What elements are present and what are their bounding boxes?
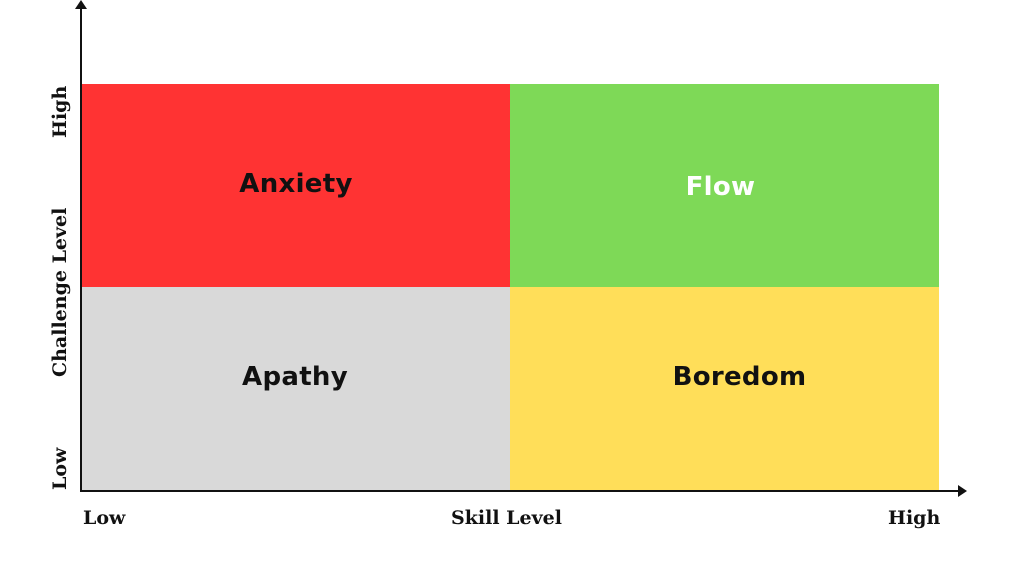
- y-axis-low-label: Low: [49, 447, 71, 490]
- x-axis-high-label: High: [888, 507, 941, 529]
- x-axis-arrow-icon: [958, 485, 967, 497]
- y-axis-title: Challenge Level: [49, 207, 71, 377]
- quadrant-label-boredom: Boredom: [672, 362, 807, 392]
- x-axis-low-label: Low: [83, 507, 126, 529]
- quadrant-apathy: Apathy: [82, 287, 510, 491]
- quadrant-label-flow: Flow: [685, 171, 756, 202]
- y-axis-arrow-icon: [75, 0, 87, 9]
- y-axis-high-label: High: [49, 85, 71, 138]
- quadrant-boredom: Boredom: [510, 287, 939, 491]
- quadrant-label-apathy: Apathy: [242, 362, 348, 392]
- quadrant-flow: Flow: [510, 84, 939, 287]
- quadrant-anxiety: Anxiety: [82, 84, 510, 287]
- quadrant-label-anxiety: Anxiety: [239, 168, 353, 199]
- y-axis-line: [80, 6, 82, 492]
- x-axis-line: [80, 490, 960, 492]
- x-axis-title: Skill Level: [451, 507, 562, 529]
